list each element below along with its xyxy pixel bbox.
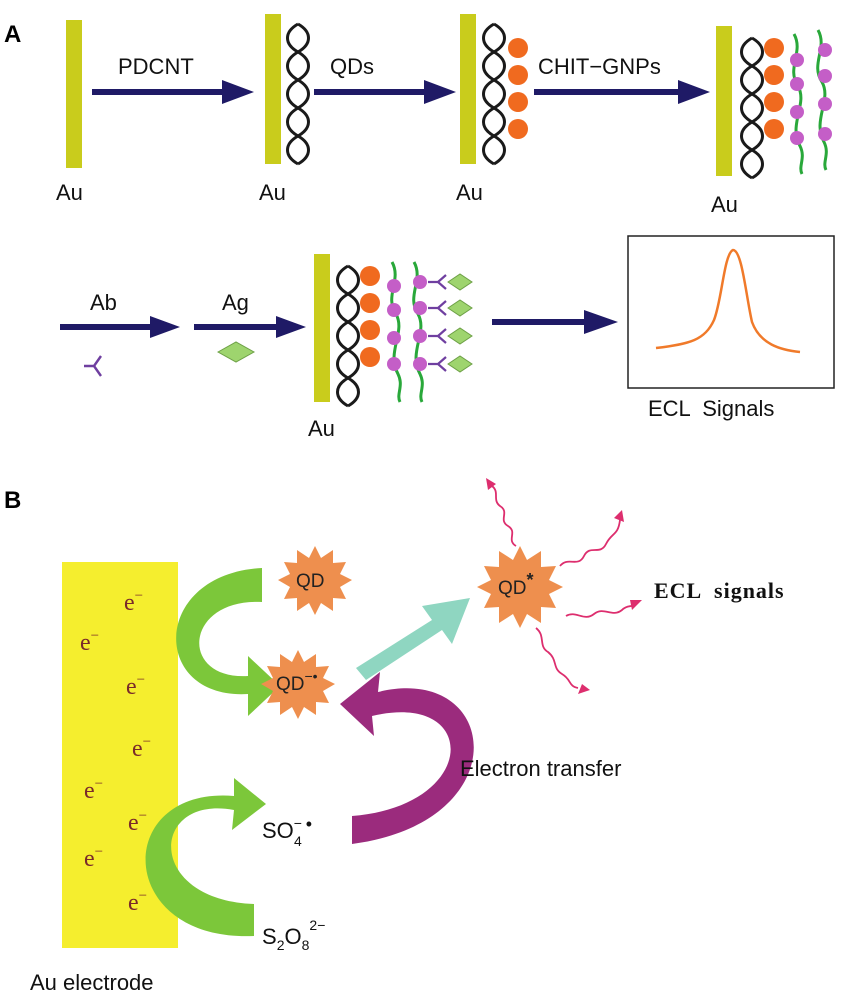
electron-transfer-label: Electron transfer bbox=[460, 756, 621, 781]
arrow-to-ecl bbox=[492, 310, 618, 334]
qd-anion-star: QD−• bbox=[261, 650, 335, 719]
arrow-ab: Ab bbox=[60, 290, 180, 377]
au-label-stage-1: Au bbox=[56, 180, 83, 205]
au-label-stage-4: Au bbox=[711, 192, 738, 217]
au-label-stage-5: Au bbox=[308, 416, 335, 441]
au-label-stage-2: Au bbox=[259, 180, 286, 205]
electron-4: e− bbox=[132, 734, 151, 762]
teal-arrow bbox=[356, 598, 470, 680]
step-label-ab: Ab bbox=[90, 290, 117, 315]
step-label-ag: Ag bbox=[222, 290, 249, 315]
ecl-signals-label: ECL signals bbox=[654, 578, 785, 603]
arrow-qds: QDs bbox=[314, 54, 456, 104]
qd-excited-label: QD* bbox=[498, 570, 534, 599]
electron-5: e− bbox=[84, 776, 103, 804]
purple-arrow bbox=[340, 672, 474, 844]
step-label-pdcnt: PDCNT bbox=[118, 54, 194, 79]
panel-b-label: B bbox=[4, 487, 21, 514]
emission-wave-2 bbox=[559, 519, 621, 567]
ecl-signal-box: ECL Signals bbox=[627, 235, 835, 421]
electron-6: e− bbox=[128, 808, 147, 836]
qd-excited-star: QD* bbox=[477, 546, 563, 628]
electron-1: e− bbox=[124, 588, 143, 616]
au-electrode-stage-2: Au bbox=[259, 14, 310, 205]
persulfate-label: S2O82− bbox=[262, 917, 325, 953]
emission-wave-1 bbox=[491, 485, 517, 547]
qd-star: QD bbox=[278, 546, 352, 615]
emission-waves bbox=[486, 478, 642, 694]
arrow-pdcnt: PDCNT bbox=[92, 54, 254, 104]
arrow-ag: Ag bbox=[194, 290, 306, 363]
electron-7: e− bbox=[84, 844, 103, 872]
au-electrode-stage-5: Au bbox=[308, 254, 473, 441]
au-electrode-stage-4: Au bbox=[711, 26, 832, 217]
qd-anion-label: QD−• bbox=[276, 668, 318, 695]
electron-3: e− bbox=[126, 672, 145, 700]
step-label-chit-gnps: CHIT−GNPs bbox=[538, 54, 661, 79]
electron-2: e− bbox=[80, 628, 99, 656]
au-electrode-stage-1: Au bbox=[56, 20, 83, 205]
au-label-stage-3: Au bbox=[456, 180, 483, 205]
au-electrode-caption: Au electrode bbox=[30, 970, 154, 995]
arrow-chit-gnps: CHIT−GNPs bbox=[534, 54, 710, 104]
antigen-icon bbox=[216, 341, 256, 363]
emission-wave-4 bbox=[535, 627, 579, 689]
electron-8: e− bbox=[128, 888, 147, 916]
emission-wave-3 bbox=[565, 603, 635, 618]
au-electrode-stage-3: Au bbox=[456, 14, 528, 205]
ecl-peak-curve bbox=[655, 248, 801, 354]
green-arrow-lower bbox=[145, 778, 266, 937]
antibody-icon bbox=[84, 355, 102, 377]
qd-label: QD bbox=[296, 571, 325, 592]
sulfate-radical-label: SO−4• bbox=[262, 814, 312, 849]
step-label-qds: QDs bbox=[330, 54, 374, 79]
green-arrow-upper bbox=[176, 568, 280, 716]
panel-a-label: A bbox=[4, 21, 21, 48]
ecl-signals-caption: ECL Signals bbox=[648, 396, 774, 421]
